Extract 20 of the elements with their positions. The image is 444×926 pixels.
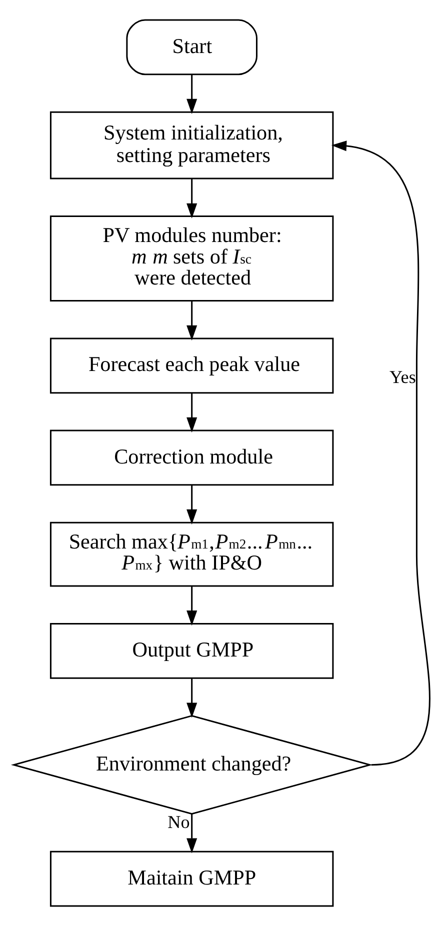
arrow [186, 814, 198, 854]
arrow [186, 74, 198, 114]
arrow [186, 301, 198, 341]
arrow [186, 178, 198, 218]
node-box: Maitain GMPP [50, 850, 334, 907]
node-box: System initialization, setting parameters [50, 111, 334, 180]
edge-label: Yes [390, 366, 416, 387]
node-box: Correction module [50, 430, 334, 486]
arrow [186, 586, 198, 626]
arrow [186, 678, 198, 718]
node-box: Search max{Pm1,Pm2...Pmn... Pmx} with IP&O [50, 522, 334, 587]
node-box: Start [126, 19, 258, 76]
node-box: Output GMPP [50, 622, 334, 679]
arrow [186, 485, 198, 525]
node-diamond: Environment changed? [10, 715, 373, 815]
edge-label: No [168, 812, 190, 832]
node-box: PV modules number: m m sets of Isc were detected [50, 215, 334, 302]
node-box: Forecast each peak value [50, 338, 334, 394]
arrow [186, 392, 198, 432]
arrow [331, 140, 430, 766]
